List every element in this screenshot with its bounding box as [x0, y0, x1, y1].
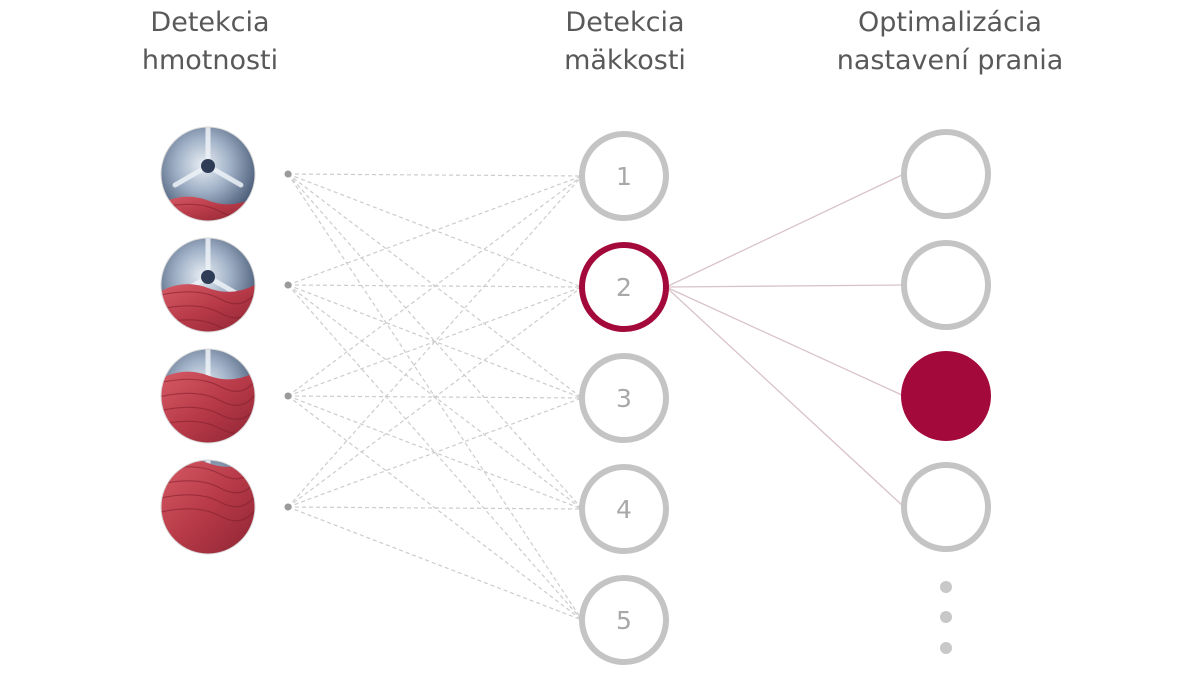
laundry-fill: [161, 460, 255, 554]
load-level-image: [160, 459, 256, 555]
optimization-line: [665, 286, 905, 397]
connection-line: [287, 397, 583, 508]
connection-line: [287, 286, 583, 397]
fabric-fold: [161, 378, 255, 392]
wash-setting-node-selected: [901, 351, 991, 441]
softness-node-label: 3: [616, 384, 632, 413]
ellipsis-dot: [940, 581, 952, 593]
weight-detection-title: Detekcia hmotnosti: [95, 4, 325, 80]
optimization-line: [665, 173, 905, 288]
fabric-fold: [161, 291, 255, 305]
load-level-image: [160, 348, 256, 444]
load-image-border: [160, 348, 256, 444]
connection-source-dot: [284, 392, 292, 400]
connection-line: [287, 175, 583, 286]
connection-source-dot: [284, 170, 292, 178]
softness-node-label: 5: [616, 606, 632, 635]
softness-detection-title: Detekcia mäkkosti: [510, 4, 740, 80]
load-level-image: [160, 237, 256, 333]
softness-node-ring: [579, 575, 669, 665]
connection-line: [287, 286, 583, 508]
ellipsis-vertical-icon: [940, 581, 952, 654]
wash-optimization-title-line2: nastavení prania: [836, 45, 1064, 76]
softness-node-ring: [579, 131, 669, 221]
wash-optimization-title: Optimalizácia nastavení prania: [815, 4, 1085, 80]
load-level-image: [160, 126, 256, 222]
softness-node-ring: [579, 353, 669, 443]
softness-detection-title-line1: Detekcia: [565, 7, 685, 38]
ellipsis-dot: [940, 611, 952, 623]
softness-node: 3: [579, 353, 669, 443]
connection-line: [287, 173, 583, 177]
fabric-fold: [161, 406, 255, 420]
weight-detection-title-line2: hmotnosti: [141, 45, 279, 76]
connection-source-dot: [284, 503, 292, 511]
load-image-border: [160, 459, 256, 555]
load-image-border: [160, 126, 256, 222]
connection-line: [287, 173, 583, 510]
fabric-fold: [161, 480, 255, 494]
weight-detection-title-line1: Detekcia: [150, 7, 270, 38]
drum-hub: [201, 270, 215, 284]
connection-source-dot: [284, 281, 292, 289]
connection-line: [287, 175, 583, 508]
softness-node: 1: [579, 131, 669, 221]
softness-node: 5: [579, 575, 669, 665]
softness-detection-title-line2: mäkkosti: [564, 45, 686, 76]
drum-hub: [201, 159, 215, 173]
wash-setting-node: [901, 240, 991, 330]
wash-setting-node: [901, 462, 991, 552]
softness-node-label: 4: [616, 495, 632, 524]
laundry-fill: [161, 371, 255, 443]
load-image-border: [160, 237, 256, 333]
softness-node-label: 2: [616, 273, 632, 302]
wash-optimization-title-line1: Optimalizácia: [858, 7, 1042, 38]
softness-node-ring: [579, 464, 669, 554]
connection-line: [287, 506, 583, 621]
fabric-fold: [161, 494, 255, 508]
fabric-fold: [161, 508, 255, 522]
optimization-line: [665, 284, 905, 288]
softness-node-ring-selected: [579, 242, 669, 332]
connection-line: [287, 284, 583, 621]
softness-node-label: 1: [616, 162, 632, 191]
softness-node: 4: [579, 464, 669, 554]
connection-line: [287, 175, 583, 397]
softness-node: 2: [579, 242, 669, 332]
connection-line: [287, 506, 583, 510]
wash-setting-node: [901, 129, 991, 219]
optimization-line: [665, 286, 905, 508]
fabric-fold: [161, 392, 255, 406]
ellipsis-dot: [940, 642, 952, 654]
